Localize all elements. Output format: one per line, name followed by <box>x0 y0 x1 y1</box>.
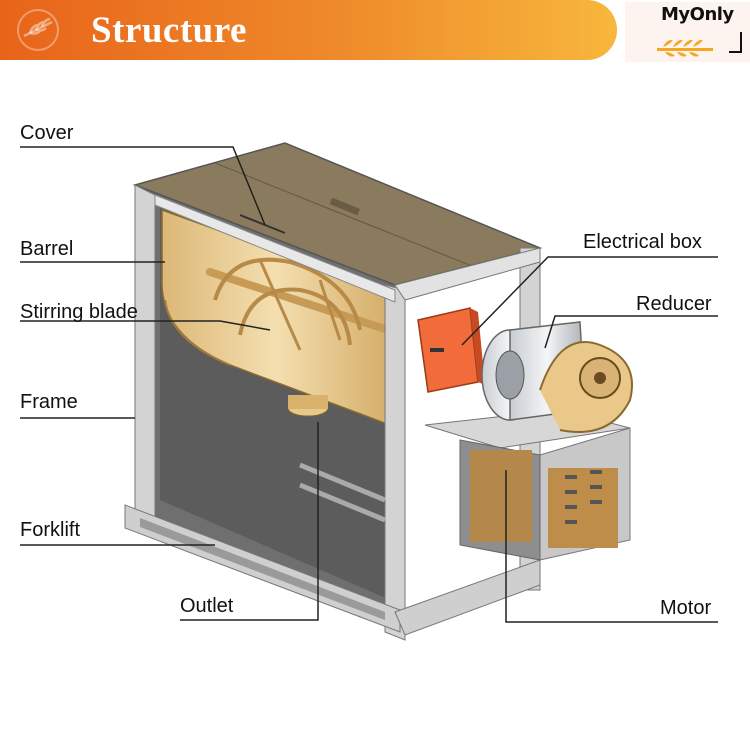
label-motor: Motor <box>660 597 712 619</box>
brand-name: MyOnly <box>661 4 734 25</box>
motor-housing-shape <box>470 450 618 548</box>
title-banner: Structure <box>0 0 617 60</box>
label-barrel: Barrel <box>20 238 74 260</box>
wheat-logo-icon <box>657 32 742 57</box>
leader-lines <box>20 146 718 623</box>
label-electrical-box: Electrical box <box>583 231 702 253</box>
mixer-body <box>124 142 633 641</box>
label-stirring-blade: Stirring blade <box>20 301 138 323</box>
label-forklift: Forklift <box>20 519 80 541</box>
stirring-blade-shape <box>213 257 362 331</box>
label-frame: Frame <box>20 391 78 413</box>
wheat-leaf-icon <box>17 9 59 51</box>
outlet-spout <box>288 395 328 409</box>
label-cover: Cover <box>20 122 74 144</box>
label-outlet: Outlet <box>180 595 234 617</box>
label-reducer: Reducer <box>636 293 712 315</box>
brand-logo: MyOnly <box>625 2 750 62</box>
electrical-box-shape <box>417 307 479 393</box>
page-title: Structure <box>91 10 247 51</box>
